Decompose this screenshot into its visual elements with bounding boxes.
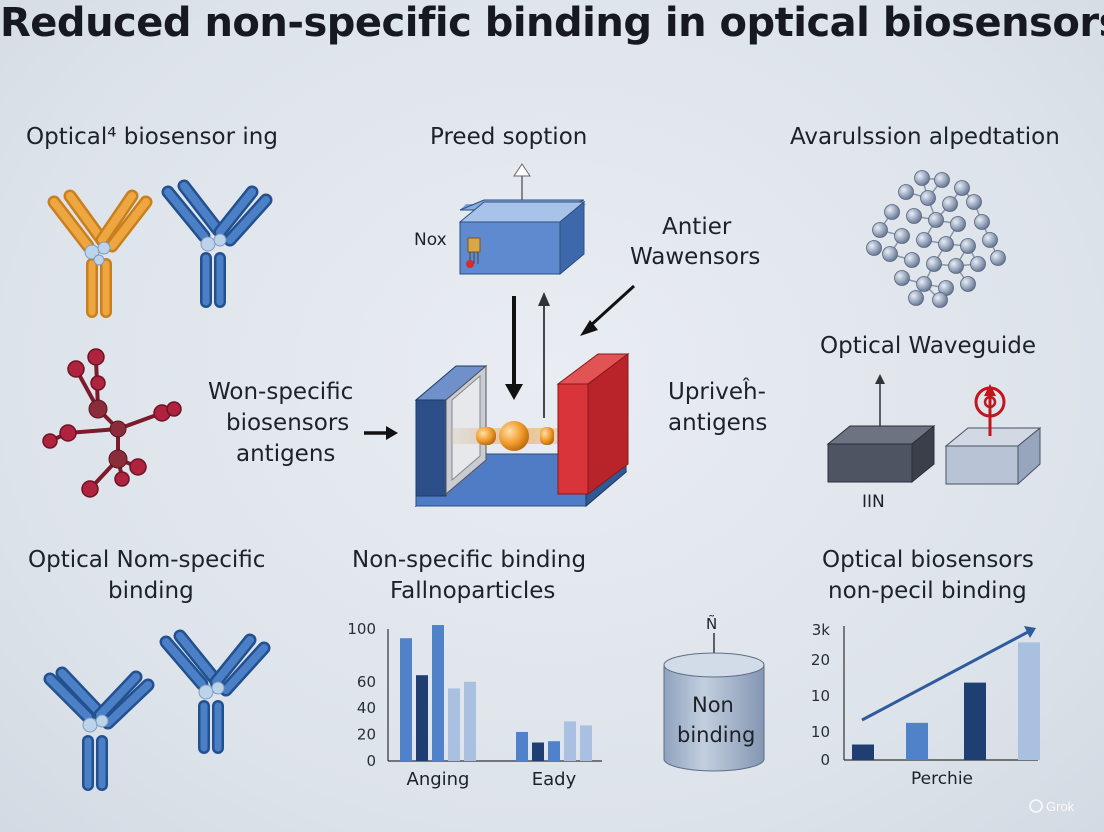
label-uprive-1: Upriveĥ- [668,379,766,405]
bar [548,741,560,761]
label-uprive-2: antigens [668,410,768,436]
trend-arrow-head [1024,626,1036,638]
antibody-icon-blue-bottom-left [43,666,155,791]
y-tick-label: 40 [357,699,376,717]
nanoparticle [948,258,964,274]
nanoparticle [916,232,932,248]
label-bottom-right-1: Optical biosensors [822,547,1034,573]
bar [906,722,928,760]
y-tick-label: 100 [347,620,376,638]
bar [432,625,444,761]
nanoparticle [934,172,950,188]
label-mid-left-2: biosensors [226,410,350,436]
nanoparticle [950,216,966,232]
x-axis-label: Perchie [911,769,973,789]
label-top-right: Avarulssion alpedtation [790,124,1060,150]
bar [464,681,476,761]
bar [852,744,874,760]
bar [1018,642,1040,760]
nanoparticle [966,194,982,210]
y-tick-label: 20 [357,726,376,744]
bar [580,725,592,761]
label-iin: IIN [862,492,885,512]
cylinder-label-2: binding [677,723,756,747]
nanoparticle [932,292,948,308]
nanoparticle [916,276,932,292]
label-top-left: Optical⁴ biosensor ing [26,124,278,150]
cylinder-top-label: Ñ [706,615,718,633]
nanoparticle [904,252,920,268]
nanoparticle [942,196,958,212]
y-tick-label: 10 [811,687,830,705]
nanoparticle [906,208,922,224]
nanoparticle [882,246,898,262]
x-tick-label: Anging [407,769,470,790]
label-bottom-center-1: Non-specific binding [352,547,587,573]
flow-cell-diagram [414,284,636,508]
antibody-icon-orange [47,189,153,318]
y-tick-label: 3k [812,621,831,639]
label-optical-waveguide: Optical Waveguide [820,333,1036,359]
arrow-right-icon [364,426,398,440]
nanoparticle [920,190,936,206]
y-tick-label: 0 [366,752,376,770]
nanoparticle [866,240,882,256]
trend-arrow-line [861,630,1029,722]
nanoparticle [898,184,914,200]
cylinder-icon [663,633,765,772]
nanoparticle [938,236,954,252]
nanoparticle [926,256,942,272]
svg-text:Grok: Grok [1046,799,1075,814]
nanoparticle [960,276,976,292]
bar [964,682,986,760]
label-mid-left-3: antigens [236,441,336,467]
nanoparticle [970,256,986,272]
bar [448,688,460,761]
nanoparticle [928,212,944,228]
nanoparticle [894,270,910,286]
nanoparticle [914,170,930,186]
y-tick-label: 20 [811,651,830,669]
label-bottom-left-1: Optical Nom-specific [28,547,266,573]
bar [564,721,576,761]
label-bottom-center-2: Fallnoparticles [390,578,556,604]
bar [416,675,428,761]
label-mid-left-1: Won-specific [208,379,354,405]
waveguide-block-icon [458,163,586,276]
nanoparticle-cluster-icon [866,170,1006,308]
label-top-center: Preed soption [430,124,588,150]
y-tick-label: 0 [820,751,830,769]
bar [400,638,412,761]
nanoparticle [982,232,998,248]
waveguide-blocks-icon [826,374,1042,486]
nanoparticle [872,222,888,238]
page-title: Reduced non-specific binding in optical … [0,0,1104,46]
molecule-icon [42,348,182,498]
box-label: Nox [414,230,447,250]
nanoparticle [884,204,900,220]
nanoparticle [894,228,910,244]
nanoparticle [960,238,976,254]
label-antier: Antier [662,214,732,240]
nanoparticle [990,250,1006,266]
antibody-icon-blue [161,179,273,308]
y-tick-label: 60 [357,673,376,691]
y-tick-label: 10 [811,723,830,741]
bar [532,742,544,761]
label-bottom-right-2: non-pecil binding [828,578,1027,604]
label-bottom-left-2: binding [108,578,194,604]
cylinder-label-1: Non [692,693,734,717]
grok-watermark-icon: Grok [1029,799,1075,814]
nanoparticle [954,180,970,196]
nanoparticle [908,290,924,306]
bar [516,731,528,761]
x-tick-label: Eady [532,769,577,790]
nanoparticle [974,214,990,230]
antibody-icon-blue-bottom-right [159,629,271,754]
label-wawensors: Wawensors [630,244,761,270]
